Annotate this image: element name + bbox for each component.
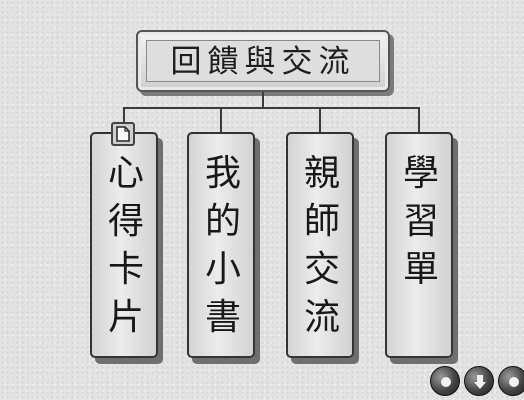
card-my-book[interactable]: 我的小書 [187, 132, 255, 358]
nav-up-button[interactable] [430, 366, 460, 396]
connector-drop-2 [220, 107, 222, 133]
title-plate: 回饋與交流 [136, 30, 390, 92]
card-parent-teacher-label: 親師交流 [303, 153, 340, 338]
document-icon-glyph [116, 126, 130, 142]
card-worksheet-label: 學習單 [402, 153, 439, 290]
connector-trunk [262, 92, 264, 108]
connector-bar [123, 107, 420, 109]
connector-drop-3 [319, 107, 321, 133]
page-title: 回饋與交流 [170, 44, 356, 80]
card-my-book-label: 我的小書 [204, 153, 241, 338]
card-worksheet[interactable]: 學習單 [385, 132, 453, 358]
nav-exit-button[interactable] [498, 366, 524, 396]
connector-drop-1 [123, 107, 125, 123]
arrow-down-icon [474, 375, 486, 389]
connector-drop-4 [418, 107, 420, 133]
card-parent-teacher[interactable]: 親師交流 [286, 132, 354, 358]
document-icon[interactable] [111, 122, 135, 146]
card-reflection-label: 心得卡片 [107, 153, 144, 338]
circle-icon [509, 377, 519, 387]
card-reflection[interactable]: 心得卡片 [90, 132, 158, 358]
circle-icon [441, 377, 451, 387]
nav-down-button[interactable] [464, 366, 494, 396]
